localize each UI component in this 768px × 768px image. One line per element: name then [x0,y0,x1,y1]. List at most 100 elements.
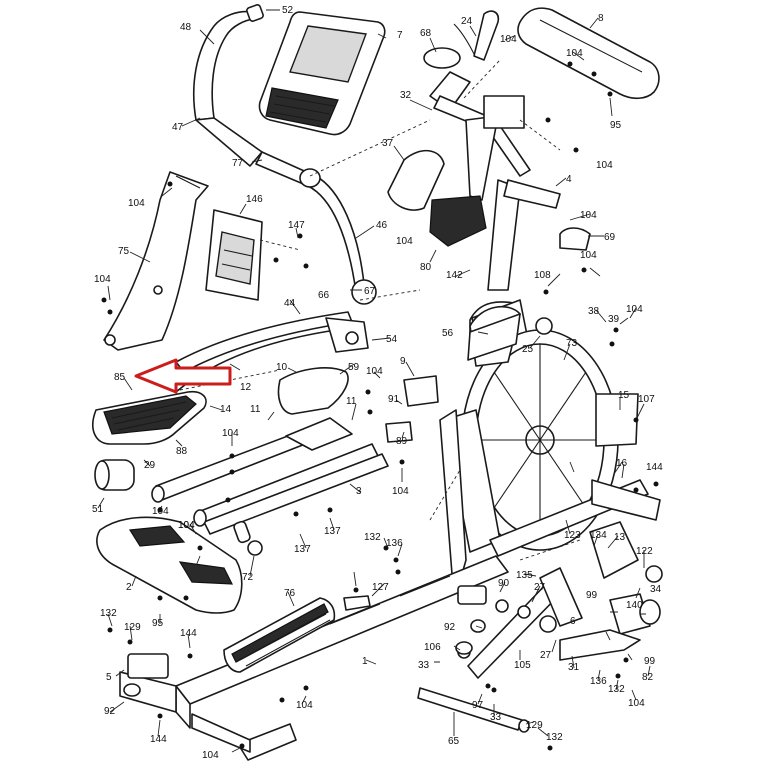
callout-label: 14 [220,404,232,415]
callout-label: 67 [364,286,376,297]
callout-label: 10 [276,362,288,373]
callout-label: 147 [288,220,305,231]
callout-label: 104 [222,428,239,439]
ramp-track [223,597,336,673]
callout-label: 129 [526,720,543,731]
callout-label: 15 [618,390,630,401]
callout-label: 85 [114,372,126,383]
callout-label: 132 [100,608,117,619]
top-cover [517,7,660,100]
callout-label: 73 [566,338,578,349]
callout-label: 54 [386,334,398,345]
callout-label: 39 [608,314,620,325]
callout-label: 76 [284,588,296,599]
callout-label: 72 [242,572,254,583]
callout-label: 16 [616,458,628,469]
pedal-arm [159,311,369,393]
callout-label: 132 [364,532,381,543]
callout-label: 34 [650,584,662,595]
callout-label: 29 [144,460,156,471]
callout-label: 25 [522,344,534,355]
callout-label: 132 [546,732,563,743]
callout-label: 37 [382,138,394,149]
callout-label: 7 [397,30,403,41]
callout-label: 104 [580,250,597,261]
callout-label: 135 [516,570,533,581]
rail-tubes [151,417,389,556]
callout-label: 52 [282,5,294,16]
callout-label: 104 [296,700,313,711]
callout-label: 104 [580,210,597,221]
callout-label: 95 [152,618,164,629]
callout-label: 127 [372,582,389,593]
callout-label: 80 [420,262,432,273]
callout-label: 104 [596,160,613,171]
callout-label: 59 [348,362,360,373]
callout-label: 11 [346,396,357,407]
callout-label: 136 [590,676,607,687]
right-pedal-block [277,367,349,415]
red-arrow-icon [134,358,232,394]
callout-label: 144 [150,734,167,745]
callout-label: 97 [472,700,484,711]
callout-label: 134 [590,530,607,541]
callout-label: 11 [250,404,261,415]
callout-label: 68 [420,28,432,39]
callout-label: 140 [626,600,643,611]
left-pedal [92,390,207,491]
callout-label: 144 [646,462,663,473]
callout-label: 105 [514,660,531,671]
callout-label: 136 [386,538,403,549]
callout-label: 104 [94,274,111,285]
callout-label: 91 [388,394,400,405]
upper-frame-stem [387,47,591,291]
callout-label: 75 [118,246,130,257]
callout-label: 27 [540,650,552,661]
callout-label: 104 [202,750,219,761]
callout-label: 92 [104,706,116,717]
upright-arm [255,151,377,305]
callout-label: 104 [396,236,413,247]
callout-label: 104 [152,506,169,517]
callout-label: 104 [392,486,409,497]
callout-label: 48 [180,22,192,33]
callout-label: 66 [318,290,330,301]
callout-label: 104 [366,366,383,377]
callout-label: 129 [124,622,141,633]
callout-label: 33 [418,660,430,671]
rear-shroud [96,516,243,614]
callout-label: 38 [588,306,600,317]
callout-label: 106 [424,642,441,653]
callout-label: 8 [598,13,604,24]
callout-label: 9 [400,356,406,367]
callout-label: 77 [232,158,244,169]
pivot-bracket [205,209,263,301]
callout-label: 2 [126,582,132,593]
axle-bar [417,687,530,733]
callout-label: 33 [490,712,502,723]
handle-grip [453,10,500,61]
callout-label: 24 [461,16,473,27]
callout-label: 31 [568,662,580,673]
upper-handlebar [192,4,264,167]
right-console-components [559,393,663,661]
callout-label: 56 [442,328,454,339]
callout-label: 144 [180,628,197,639]
callout-label: 6 [570,616,576,627]
callout-label: 104 [178,520,195,531]
small-fittings [123,306,553,697]
callout-label: 104 [566,48,583,59]
callout-label: 122 [636,546,653,557]
callout-label: 92 [444,622,456,633]
flywheel-housing [461,299,619,551]
highlight-arrow [134,358,232,394]
callout-label: 104 [626,304,643,315]
callout-label: 104 [178,520,195,531]
callout-label: 27 [534,582,546,593]
callout-label: 104 [628,698,645,709]
callout-label: 137 [324,526,341,537]
callout-label: 90 [498,578,510,589]
callout-label: 142 [446,270,463,281]
callout-label: 95 [610,120,622,131]
